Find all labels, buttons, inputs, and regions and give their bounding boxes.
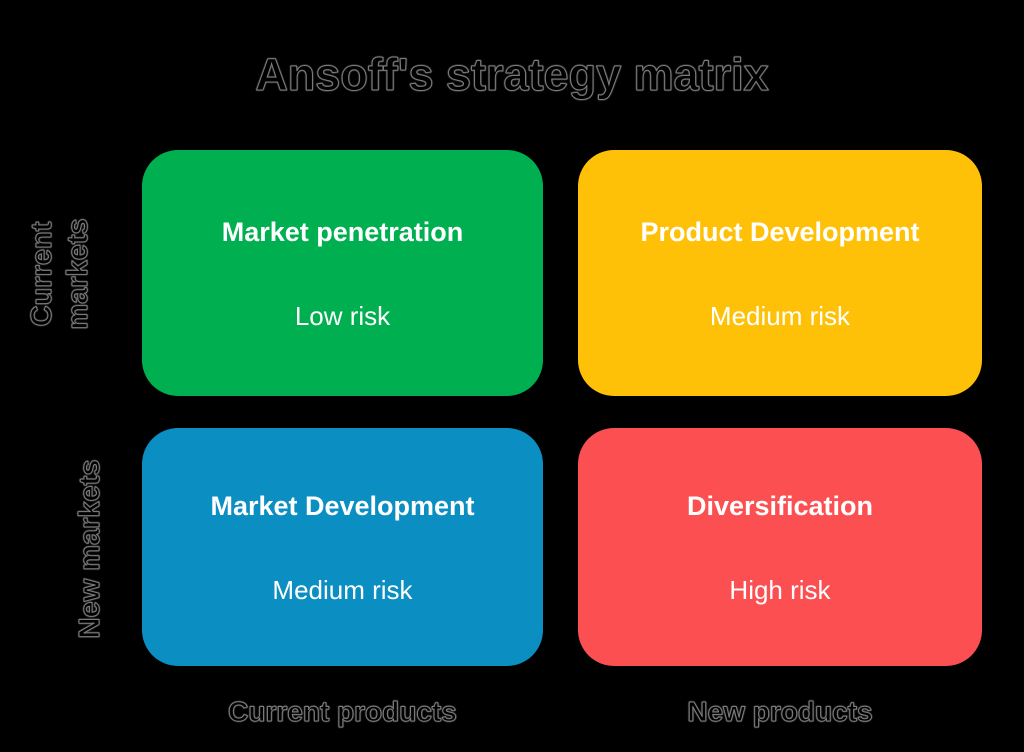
axis-label-current-markets-line1: Current [26, 221, 59, 327]
axis-label-new-markets: New markets [74, 459, 107, 639]
axis-label-current-products: Current products [228, 696, 458, 728]
quadrant-product-development-risk: Medium risk [709, 300, 851, 331]
quadrant-product-development[interactable]: Product Development Medium risk [578, 150, 982, 396]
quadrant-market-penetration-strategy: Market penetration [221, 216, 464, 247]
quadrant-market-development-risk: Medium risk [272, 574, 413, 605]
quadrant-diversification-risk: High risk [729, 574, 831, 605]
quadrant-market-development-strategy: Market Development [210, 490, 475, 521]
axis-label-current-markets-line2: markets [62, 218, 95, 330]
axis-label-new-products: New products [687, 696, 873, 728]
quadrant-market-penetration[interactable]: Market penetration Low risk [142, 150, 543, 396]
quadrant-diversification[interactable]: Diversification High risk [578, 428, 982, 666]
page-title: Ansoff's strategy matrix [255, 49, 769, 101]
quadrant-market-development[interactable]: Market Development Medium risk [142, 428, 543, 666]
quadrant-diversification-strategy: Diversification [686, 490, 874, 521]
quadrant-product-development-strategy: Product Development [640, 216, 920, 247]
quadrant-market-penetration-risk: Low risk [294, 300, 391, 331]
